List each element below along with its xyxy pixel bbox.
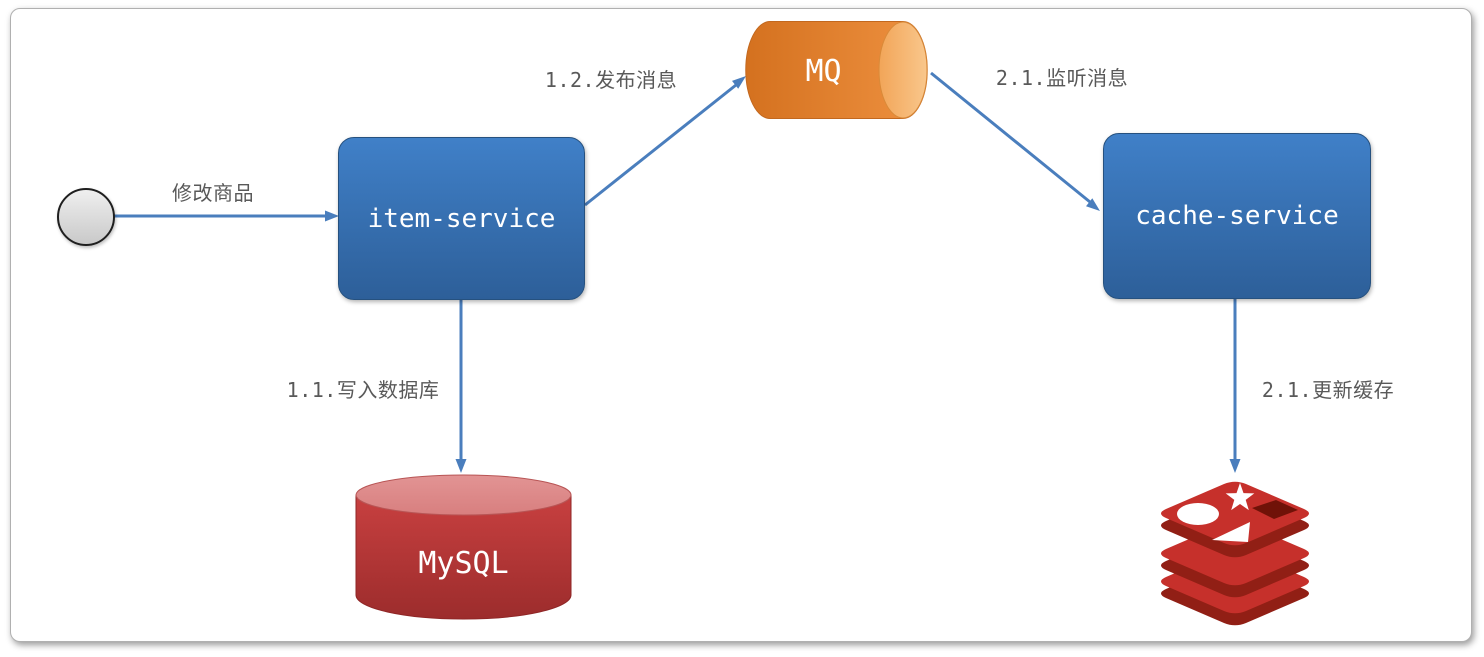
node-item-service-label: item-service — [367, 203, 556, 234]
edge-label-listen-message: 2.1.监听消息 — [995, 66, 1129, 90]
mysql-cylinder-shape — [355, 474, 572, 620]
mq-cylinder-shape — [745, 21, 928, 119]
node-mysql: MySQL — [355, 474, 572, 620]
redis-triangle-shape — [1212, 522, 1250, 542]
redis-hole-shape — [1252, 500, 1298, 519]
node-item-service: item-service — [338, 137, 585, 300]
redis-ellipse-shape — [1177, 503, 1219, 525]
redis-star-shape — [1225, 483, 1255, 511]
edge-label-update-cache: 2.1.更新缓存 — [1261, 378, 1395, 402]
node-mysql-label: MySQL — [418, 546, 509, 581]
edge-label-write-db: 1.1.写入数据库 — [286, 378, 440, 402]
start-node — [57, 188, 115, 246]
node-cache-service-label: cache-service — [1135, 201, 1339, 231]
edge-label-publish-message: 1.2.发布消息 — [544, 68, 678, 92]
redis-logo — [1161, 481, 1309, 626]
edge-label-modify-item: 修改商品 — [172, 181, 254, 205]
node-cache-service: cache-service — [1103, 133, 1371, 299]
node-mq: MQ — [745, 20, 928, 120]
node-mq-label: MQ — [805, 54, 842, 89]
